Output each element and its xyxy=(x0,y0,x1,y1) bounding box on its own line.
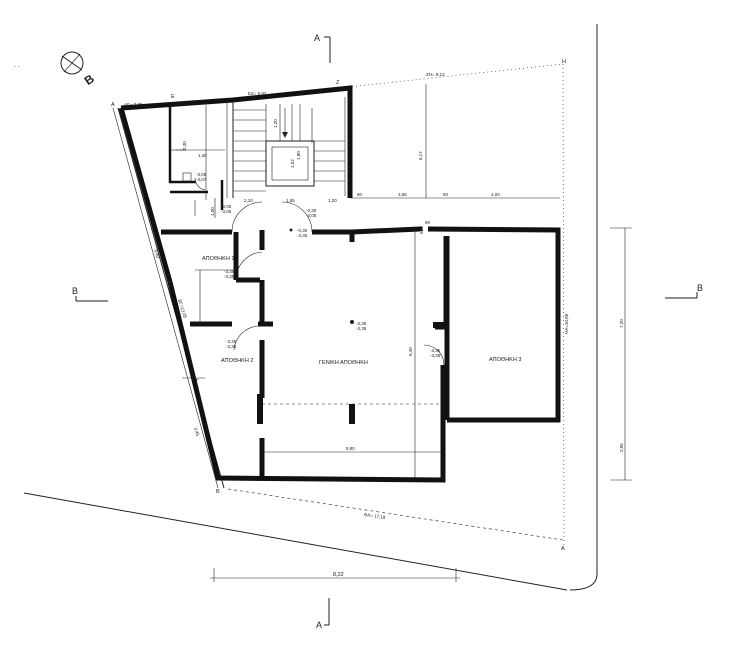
level-door-1: -3,05-3,07 xyxy=(196,172,207,182)
room-label-general-storage: ΓΕΝΙΚΗ ΑΠΟΘΗΚΗ xyxy=(319,360,368,366)
level-storage-1: -3,35-3,35 xyxy=(224,269,235,279)
dim-822: 8,22 xyxy=(333,572,344,578)
dim-top-mid: ΕΖ= 5,82 xyxy=(248,91,267,96)
plot-boundary xyxy=(23,24,598,591)
dim-top-right: ΖΗ= 8,12 xyxy=(426,72,445,77)
dim-940: 9,40 xyxy=(153,249,161,259)
north-arrow: B xyxy=(60,51,97,88)
section-label-a-bottom: A xyxy=(316,620,322,630)
staircase xyxy=(226,97,346,198)
dim-210: 2,10 xyxy=(244,198,253,203)
corner-b-bottomleft: B xyxy=(216,489,220,495)
level-stair: -0,30-3,05 xyxy=(306,208,317,218)
section-mark-a-top: A xyxy=(314,33,331,63)
north-label: B xyxy=(82,71,97,88)
building-walls xyxy=(118,85,561,483)
level-marks: -0,30-3,35 -0,30-3,05 -3,05-3,07 -3,35-3… xyxy=(196,172,441,358)
level-marker-dot-2 xyxy=(289,228,293,232)
room-label-storage-1: ΑΠΟΘΗΚΗ 1 xyxy=(202,256,234,262)
hatch-lines xyxy=(195,269,443,405)
doors xyxy=(231,201,445,366)
section-label-b-right: B xyxy=(697,283,703,293)
dim-185: 1,85 xyxy=(286,198,295,203)
section-mark-a-bottom: A xyxy=(316,598,330,630)
dim-720: 7,20 xyxy=(619,319,624,328)
margin-mark: . . xyxy=(14,62,20,69)
dim-140: 1,40 xyxy=(198,153,207,158)
corner-a-topleft: A xyxy=(111,102,115,108)
dim-617: 6,17 xyxy=(418,151,423,160)
dim-top-left: ΑΕ= 3,85 xyxy=(124,102,143,107)
dim-right-edge: ΗΑ=10,98 xyxy=(564,313,569,334)
corner-e-top: E xyxy=(171,94,175,100)
corner-h-topright: H xyxy=(562,59,566,65)
level-main: -3,35-3,35 xyxy=(356,321,367,331)
section-label-b-left: B xyxy=(72,286,78,296)
dim-400: 4,00 xyxy=(491,192,500,197)
dim-bottom-edge: ΒΑ= 17,18 xyxy=(364,512,386,520)
dim-365: 3,65 xyxy=(398,192,407,197)
dim-345: 3,45 xyxy=(193,427,201,437)
dim-152: 1,52 xyxy=(290,159,295,168)
corner-g-left: Γ xyxy=(196,379,199,385)
section-mark-b-right: B xyxy=(665,283,703,299)
level-storage-3: -3,35-3,35 xyxy=(430,348,441,358)
dim-50: 50 xyxy=(443,192,449,197)
corner-a-bottomright: A xyxy=(561,546,565,552)
dim-90-b: 90 xyxy=(425,220,431,225)
dim-180: 1,80 xyxy=(296,151,301,160)
dim-50-b: 50 xyxy=(419,228,424,234)
dimension-lines xyxy=(170,84,632,582)
room-label-storage-2: ΑΠΟΘΗΚΗ 2 xyxy=(221,358,253,364)
dim-left-edge: ΒΓ=13,05 xyxy=(177,299,188,319)
dim-230: 2,30 xyxy=(182,141,187,150)
dim-840: 8,40 xyxy=(408,347,413,356)
corner-z-top: Z xyxy=(336,80,340,86)
level-marker-dot xyxy=(350,320,354,324)
level-storage-2: -3,35-3,35 xyxy=(226,339,237,349)
dim-120-a: 1,20 xyxy=(273,119,278,128)
section-label-a-top: A xyxy=(314,33,320,43)
room-label-storage-3: ΑΠΟΘΗΚΗ 3 xyxy=(489,357,521,363)
section-mark-b-left: B xyxy=(72,286,108,302)
dim-980: 9,80 xyxy=(346,446,355,451)
level-small: -3,05-3,05 xyxy=(221,204,232,214)
dim-90-a: 90 xyxy=(357,192,363,197)
dim-205: 2,05 xyxy=(619,443,624,452)
dim-100: 1,00 xyxy=(210,207,215,216)
dim-120-b: 1,20 xyxy=(328,198,337,203)
level-hall: -0,30-3,35 xyxy=(297,228,308,238)
